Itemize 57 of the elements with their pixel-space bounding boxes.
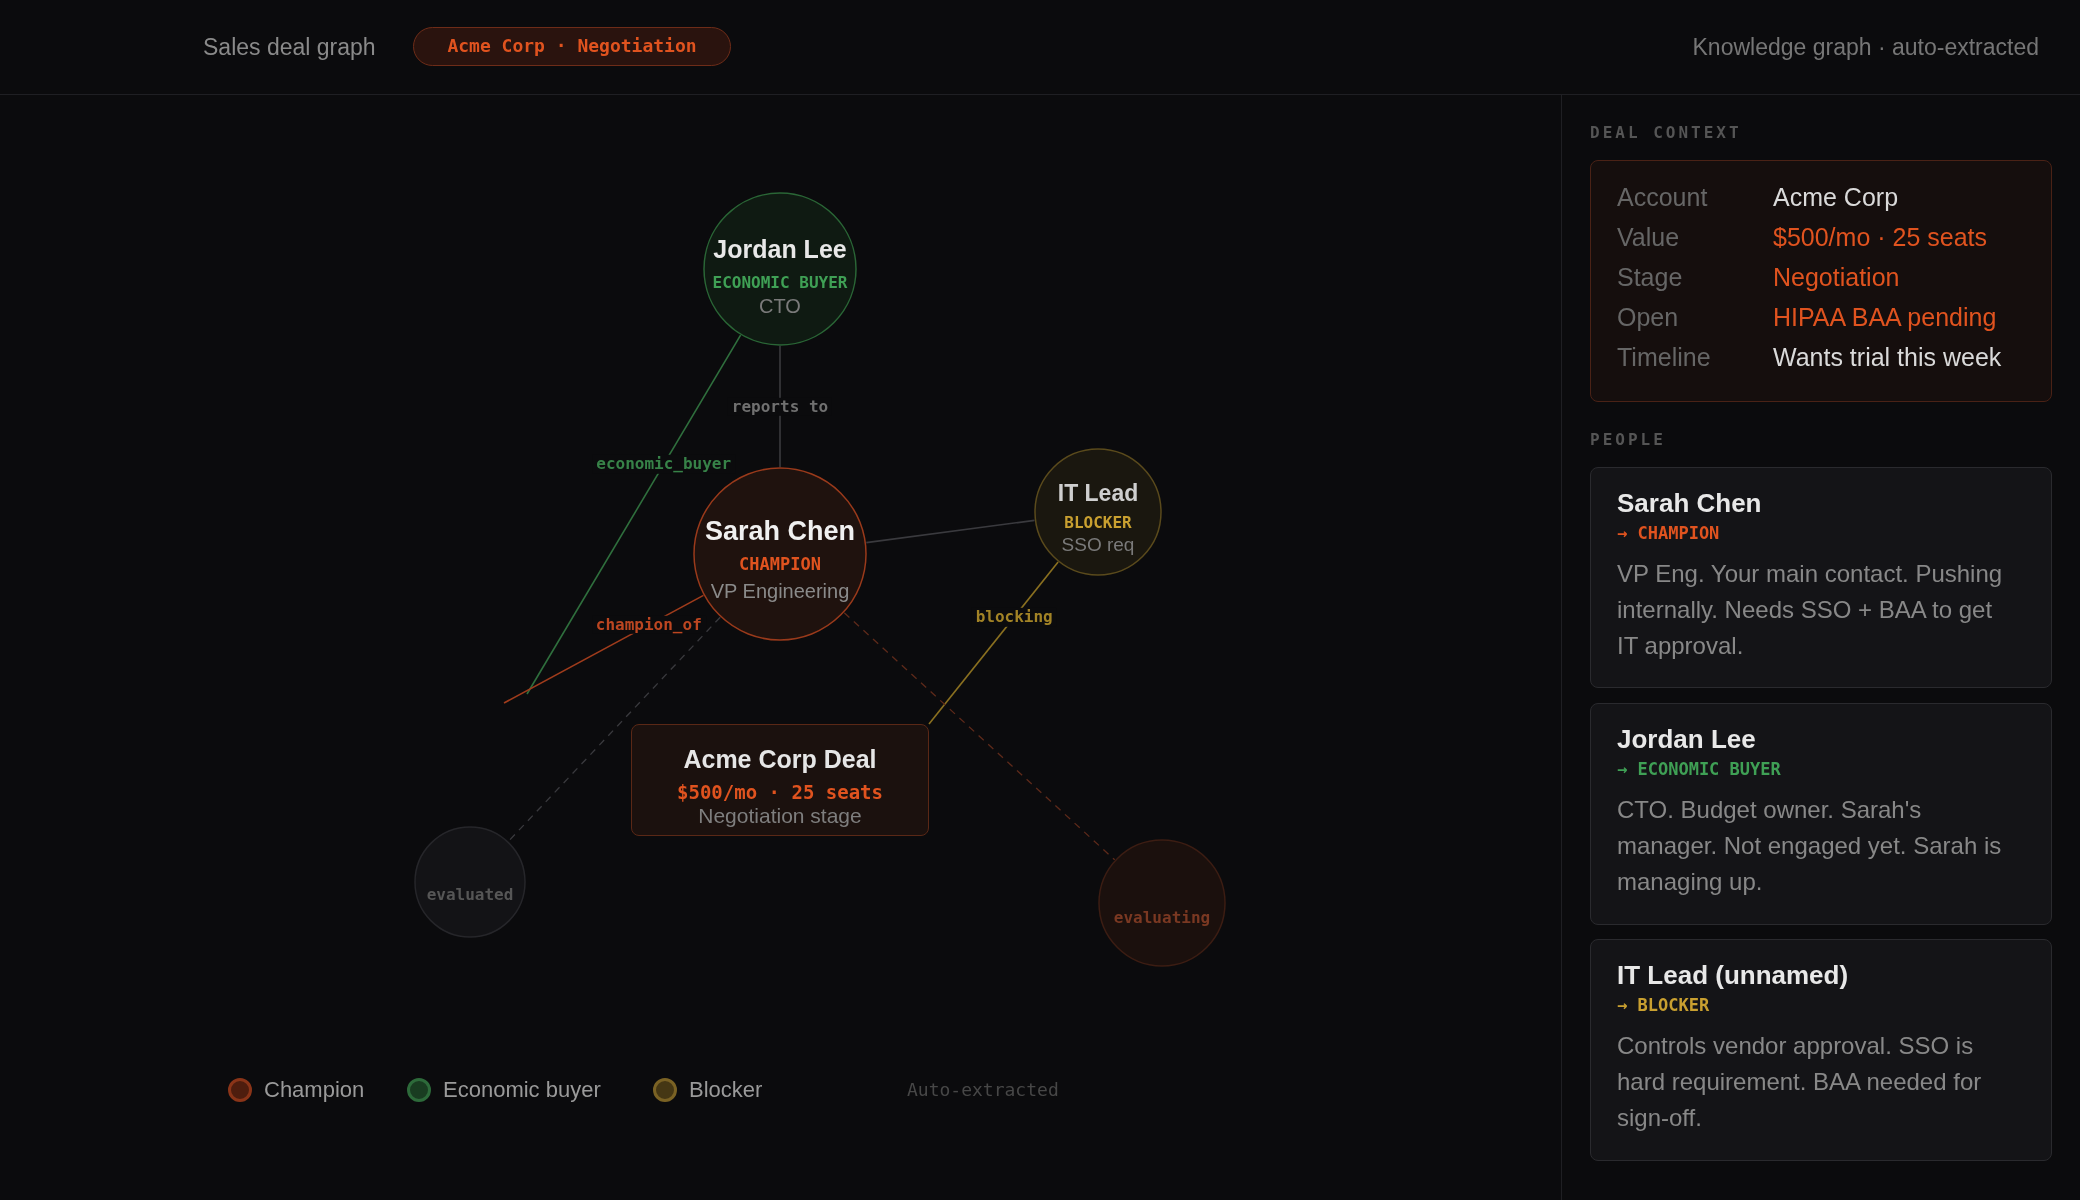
field-label: Account xyxy=(1617,182,1708,212)
role-label: ECONOMIC BUYER xyxy=(712,273,848,293)
field-label: Value xyxy=(1617,222,1680,252)
field-value: Wants trial this week xyxy=(1773,342,2002,372)
contact-card xyxy=(1590,939,2052,1161)
vendor-node xyxy=(1098,839,1226,967)
deal-context-panel xyxy=(1590,160,2052,402)
contact-notes: Controls vendor approval. SSO is hard requirement. BAA needed for sign-off. xyxy=(1617,1031,1983,1133)
relation-line xyxy=(928,561,1059,725)
deal-value: $500/mo · 25 seats xyxy=(677,781,883,804)
field-value: Acme Corp xyxy=(1773,182,1899,212)
contact-card xyxy=(1590,703,2052,925)
relation-line xyxy=(865,519,1036,544)
field-label: Timeline xyxy=(1617,342,1711,372)
source-note: Auto-extracted xyxy=(907,1079,1059,1101)
dashed-relation-line xyxy=(507,616,721,842)
deal-title: Acme Corp Deal xyxy=(683,745,877,774)
legend-label: Champion xyxy=(264,1077,365,1103)
field-label: Open xyxy=(1617,302,1679,332)
section-heading: PEOPLE xyxy=(1590,430,1666,450)
job-title: CTO xyxy=(759,294,801,318)
deal-node xyxy=(631,724,929,836)
field-value: $500/mo · 25 seats xyxy=(1773,222,1987,252)
person-name: IT Lead xyxy=(1057,479,1139,507)
vendor-node xyxy=(414,826,526,938)
person-name: Jordan Lee xyxy=(713,234,847,264)
section-heading: DEAL CONTEXT xyxy=(1590,123,1742,143)
legend-label: Economic buyer xyxy=(443,1077,601,1103)
vendor-status: evaluating xyxy=(1113,908,1211,928)
deal-stage-label: Acme Corp · Negotiation xyxy=(447,35,697,57)
role-label: BLOCKER xyxy=(1064,513,1132,533)
person-name: IT Lead (unnamed) xyxy=(1617,959,1849,992)
role-label: CHAMPION xyxy=(739,555,821,575)
role-label: → ECONOMIC BUYER xyxy=(1617,758,1781,781)
field-value: HIPAA BAA pending xyxy=(1773,302,1997,332)
contact-card xyxy=(1590,467,2052,688)
tag-pill xyxy=(413,27,731,66)
contact-node xyxy=(1034,448,1162,576)
contact-node xyxy=(703,192,857,346)
role-label: → BLOCKER xyxy=(1617,994,1710,1017)
relation-line xyxy=(526,334,742,695)
requirement-note: SSO req xyxy=(1061,534,1135,556)
role-label: → CHAMPION xyxy=(1617,522,1720,545)
person-name: Jordan Lee xyxy=(1617,723,1756,756)
deal-stage: Negotiation stage xyxy=(698,804,862,829)
field-value: Negotiation xyxy=(1773,262,1900,292)
legend-label: Blocker xyxy=(689,1077,763,1103)
person-name: Sarah Chen xyxy=(705,516,855,548)
dashed-relation-line xyxy=(843,612,1116,861)
job-title: VP Engineering xyxy=(710,579,850,603)
header-subtitle: Knowledge graph · auto-extracted xyxy=(1692,33,2039,61)
person-name: Sarah Chen xyxy=(1617,487,1762,520)
vendor-status: evaluated xyxy=(426,885,514,905)
field-label: Stage xyxy=(1617,262,1683,292)
contact-notes: CTO. Budget owner. Sarah's manager. Not engaged yet. Sarah is managing up. xyxy=(1617,795,2003,897)
page-title: Sales deal graph xyxy=(203,34,376,61)
contact-notes: VP Eng. Your main contact. Pushing internally. Needs SSO + BAA to get IT approval. xyxy=(1617,559,2004,661)
